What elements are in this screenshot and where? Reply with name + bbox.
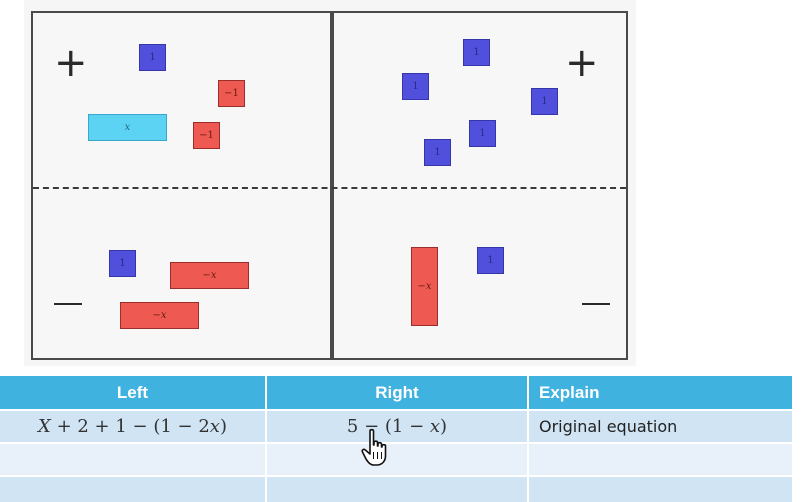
hand-pointer-icon xyxy=(361,428,387,466)
right-negative-x-tile[interactable]: −x xyxy=(411,247,438,326)
right-plus-sign: + xyxy=(565,40,599,86)
right-expression-cell[interactable] xyxy=(266,442,529,476)
left-positive-unit-tile[interactable]: 1 xyxy=(139,44,166,71)
left-negative-x-tile[interactable]: −x xyxy=(170,262,249,289)
left-expression-part: x xyxy=(209,416,220,437)
work-table: Left Right Explain X + 2 + 1 − (1 − 2x) … xyxy=(0,376,794,502)
left-minus-sign xyxy=(54,303,82,305)
column-header-explain: Explain xyxy=(528,376,794,410)
right-positive-unit-tile[interactable]: 1 xyxy=(424,139,451,166)
mat-vertical-divider xyxy=(330,13,334,358)
left-negative-region-unit-tile[interactable]: 1 xyxy=(109,250,136,277)
explain-cell[interactable] xyxy=(528,442,794,476)
left-negative-x-tile[interactable]: −x xyxy=(120,302,199,329)
right-expression-part: 5 − (1 − xyxy=(346,416,430,437)
right-positive-unit-tile[interactable]: 1 xyxy=(531,88,558,115)
explain-cell[interactable] xyxy=(528,475,794,502)
table-row xyxy=(0,442,794,476)
explain-cell[interactable]: Original equation xyxy=(528,409,794,443)
left-expression-cell[interactable]: X + 2 + 1 − (1 − 2x) xyxy=(0,409,267,443)
right-expression-cell[interactable] xyxy=(266,475,529,502)
column-header-right: Right xyxy=(266,376,529,410)
left-negative-unit-tile[interactable]: −1 xyxy=(193,122,220,149)
left-expression-cell[interactable] xyxy=(0,475,267,502)
right-negative-region-unit-tile[interactable]: 1 xyxy=(477,247,504,274)
right-positive-unit-tile[interactable]: 1 xyxy=(402,73,429,100)
mat-horizontal-divider xyxy=(33,187,626,189)
left-expression-cell[interactable] xyxy=(0,442,267,476)
right-expression-part: ) xyxy=(440,416,448,437)
right-positive-unit-tile[interactable]: 1 xyxy=(469,120,496,147)
right-positive-unit-tile[interactable]: 1 xyxy=(463,39,490,66)
left-plus-sign: + xyxy=(54,40,88,86)
right-minus-sign xyxy=(582,303,610,305)
column-header-left: Left xyxy=(0,376,267,410)
right-expression-part: x xyxy=(429,416,441,437)
left-x-tile[interactable]: x xyxy=(88,114,167,141)
table-row xyxy=(0,475,794,502)
left-negative-unit-tile[interactable]: −1 xyxy=(218,80,245,107)
equation-mat: + 1 −1 −1 x 1 −x −x + 1 1 1 1 1 −x 1 xyxy=(31,11,628,360)
table-header-row: Left Right Explain xyxy=(0,376,794,410)
left-expression-part: ) xyxy=(219,416,227,437)
table-row: X + 2 + 1 − (1 − 2x) 5 − (1 − x) Origina… xyxy=(0,409,794,443)
left-expression-part: + 2 + 1 − (1 − 2 xyxy=(50,416,210,437)
right-expression-cell[interactable]: 5 − (1 − x) xyxy=(266,409,529,443)
left-expression-part: X xyxy=(38,416,51,437)
